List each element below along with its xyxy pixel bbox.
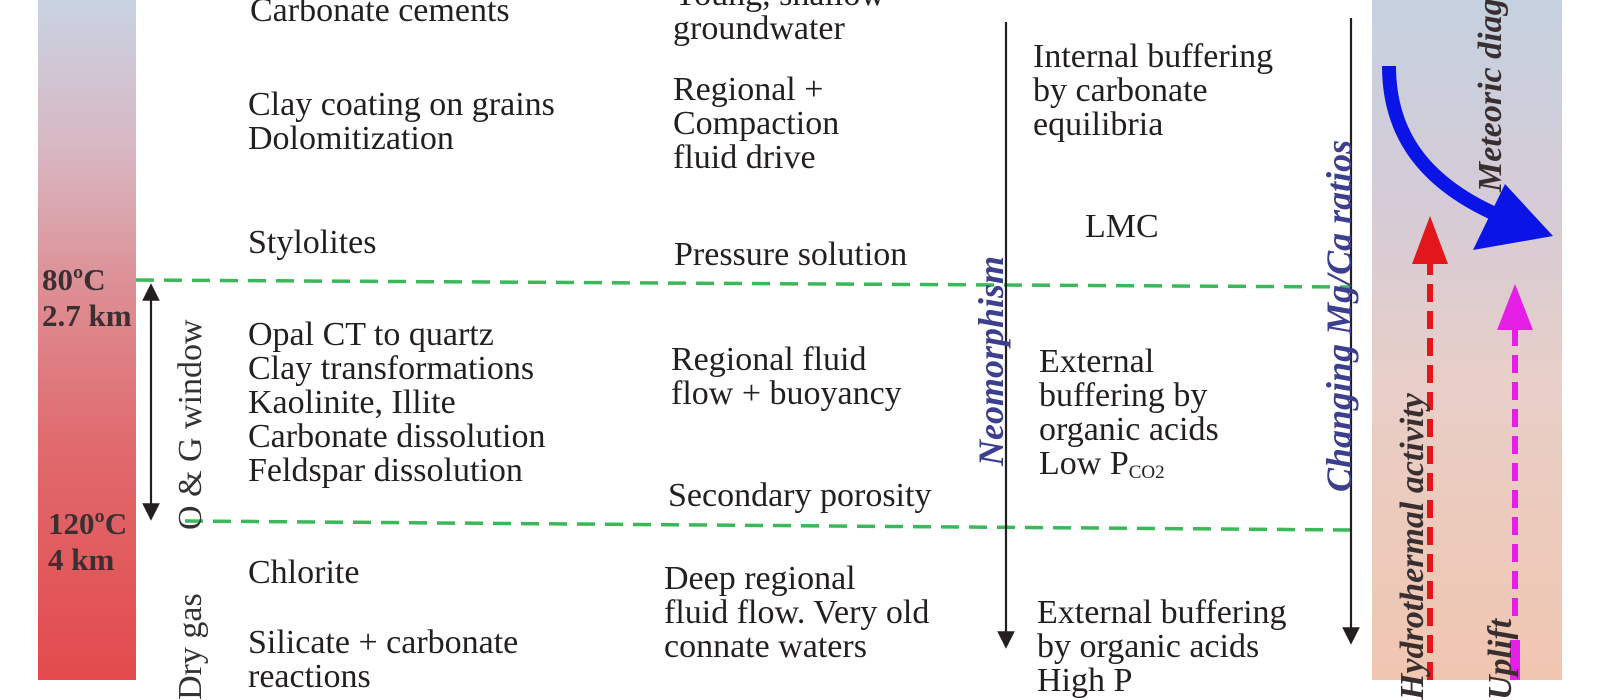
fluid-young-groundwater: Young, shallow groundwater — [673, 0, 885, 47]
depth-label-120c: 120ºC 4 km — [48, 506, 128, 577]
hydrothermal-arrowhead — [1412, 216, 1448, 264]
process-chlorite: Chlorite — [248, 554, 360, 591]
fluid-secondary-porosity: Secondary porosity — [668, 477, 932, 514]
vertical-label-hydrothermal: Hydrothermal activity — [1394, 393, 1431, 700]
buffer-external-high-text: External buffering by organic acids — [1037, 594, 1287, 665]
vertical-label-meteoric: Meteoric diagenesis — [1472, 0, 1509, 192]
meteoric-arrow — [1382, 65, 1498, 221]
fluid-pressure-solution: Pressure solution — [674, 236, 908, 273]
diagenesis-gradient-bar — [1372, 0, 1562, 680]
fluid-deep-regional: Deep regional fluid flow. Very old conna… — [664, 560, 930, 665]
diagram-overlay — [135, 18, 1553, 680]
process-silicate: Silicate + carbonate reactions — [248, 624, 519, 695]
uplift-arrowhead — [1497, 284, 1533, 330]
vertical-label-mg-ca: Changing Mg/Ca ratios — [1319, 139, 1359, 492]
fluid-regional-compaction: Regional + Compaction fluid drive — [673, 71, 840, 176]
meteoric-arrowhead — [1473, 184, 1553, 250]
temperature-gradient-bar — [38, 0, 136, 680]
process-carbonate-cements: Carbonate cements — [250, 0, 510, 29]
buffer-external-high: External buffering by organic acids High… — [1037, 596, 1287, 698]
buffer-low-p-subscript: CO2 — [1128, 462, 1165, 483]
fluid-regional-flow: Regional fluid flow + buoyancy — [671, 341, 902, 412]
dashed-line-80c — [135, 278, 1351, 289]
buffer-external-low: External buffering by organic acids Low … — [1039, 345, 1219, 490]
vertical-label-og-window: O & G window — [172, 319, 209, 530]
buffer-lmc: LMC — [1085, 208, 1159, 245]
buffer-external-low-text: External buffering by organic acids — [1039, 343, 1219, 448]
buffer-low-p: Low P — [1039, 445, 1129, 482]
depth-label-80c: 80ºC 2.7 km — [42, 262, 132, 333]
vertical-label-uplift: Uplift — [1482, 618, 1519, 700]
process-stylolites: Stylolites — [248, 224, 377, 261]
vertical-label-neomorphism: Neomorphism — [971, 255, 1011, 466]
buffer-high-p: High P — [1037, 662, 1133, 699]
process-clay-coating: Clay coating on grains Dolomitization — [248, 86, 555, 157]
process-og-window: Opal CT to quartz Clay transformations K… — [248, 316, 546, 489]
uplift-bar — [1510, 640, 1520, 680]
buffer-internal: Internal buffering by carbonate equilibr… — [1033, 38, 1274, 143]
vertical-label-dry-gas: Dry gas — [172, 593, 209, 700]
dashed-line-120c — [184, 519, 1351, 532]
